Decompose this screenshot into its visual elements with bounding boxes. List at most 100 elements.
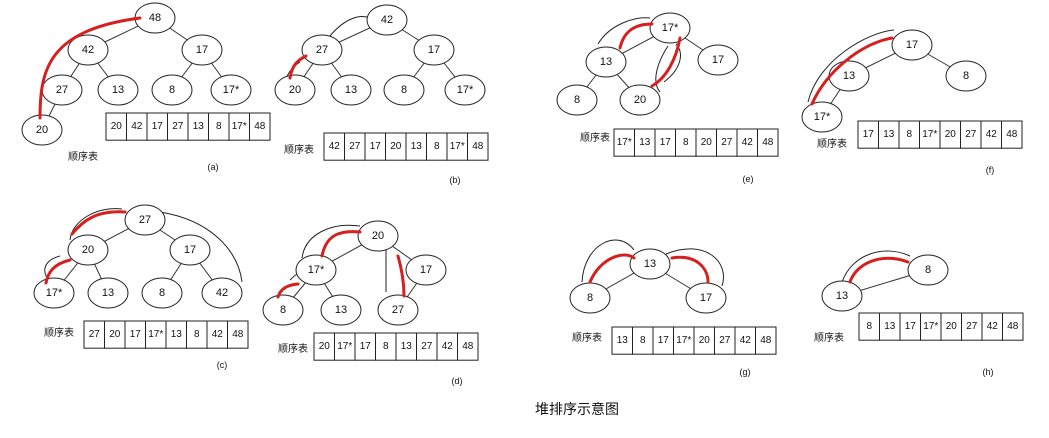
table-cell-value: 48 <box>232 329 244 340</box>
table-cell: 48 <box>457 332 479 361</box>
table-cell: 17 <box>857 120 879 149</box>
swap-arrow <box>848 256 910 284</box>
table-cell: 17 <box>124 320 146 349</box>
heap-node: 17 <box>697 44 739 76</box>
table-cell-value: 13 <box>617 335 629 346</box>
panel-label: (f) <box>986 165 995 175</box>
table-cell: 17* <box>613 128 635 157</box>
table-cell: 8 <box>675 128 697 157</box>
panel-label: (b) <box>450 175 461 185</box>
table-cell-value: 20 <box>111 121 123 132</box>
heap-node: 17* <box>295 254 337 286</box>
table-cell: 8 <box>375 332 397 361</box>
table-cell: 42 <box>436 332 458 361</box>
table-cell: 20 <box>313 332 335 361</box>
table-cell-value: 27 <box>721 137 733 148</box>
table-cell: 17* <box>920 312 942 341</box>
table-cell-value: 17 <box>152 121 164 132</box>
table-cell: 13 <box>165 320 187 349</box>
heap-node-value: 20 <box>36 124 48 136</box>
comparison-arrow <box>329 16 371 37</box>
table-cell: 17 <box>899 312 921 341</box>
table-cell-value: 20 <box>319 341 331 352</box>
table-cell: 42 <box>736 128 758 157</box>
heap-node-value: 13 <box>836 290 848 302</box>
table-cell: 8 <box>186 320 208 349</box>
table-cell: 13 <box>395 332 417 361</box>
heap-node-value: 42 <box>216 287 228 299</box>
heap-node-value: 8 <box>574 94 580 106</box>
table-cell-value: 27 <box>349 141 361 152</box>
heap-node-value: 8 <box>587 292 593 304</box>
heap-node-value: 8 <box>401 84 407 96</box>
comparison-arrow <box>301 224 361 259</box>
table-cell-value: 27 <box>965 129 977 140</box>
table-label: 顺序表 <box>284 143 314 156</box>
table-cell-value: 17 <box>370 141 382 152</box>
table-cell: 13 <box>405 132 427 161</box>
table-cell-value: 20 <box>701 137 713 148</box>
table-cell-value: 13 <box>401 341 413 352</box>
table-cell-value: 42 <box>742 137 754 148</box>
table-cell: 27 <box>344 132 366 161</box>
diagram-caption: 堆排序示意图 <box>535 401 619 418</box>
table-cell-value: 17* <box>922 129 937 140</box>
table-cell: 17 <box>354 332 376 361</box>
table-cell: 17 <box>654 128 676 157</box>
table-cell-value: 27 <box>421 341 433 352</box>
table-cell: 48 <box>755 326 777 355</box>
swap-arrow <box>44 258 72 285</box>
table-cell: 20 <box>385 132 407 161</box>
comparison-arrow <box>597 17 651 45</box>
heap-node-value: 48 <box>149 12 161 24</box>
swap-arrow <box>670 255 710 284</box>
table-cell-value: 42 <box>212 329 224 340</box>
table-cell-value: 13 <box>193 121 205 132</box>
heap-node-value: 13 <box>600 56 612 68</box>
heap-node-value: 17 <box>184 244 196 256</box>
table-label: 顺序表 <box>817 137 847 150</box>
table-cell-value: 48 <box>472 141 484 152</box>
heap-node: 27 <box>377 294 419 326</box>
table-cell-value: 17 <box>360 341 372 352</box>
table-cell: 17* <box>919 120 941 149</box>
table-cell: 8 <box>632 326 654 355</box>
heap-node: 8 <box>945 60 987 92</box>
table-cell-value: 13 <box>411 141 423 152</box>
table-cell-value: 27 <box>89 329 101 340</box>
table-cell: 42 <box>734 326 756 355</box>
swap-arrow <box>396 254 406 298</box>
swap-arrow <box>650 36 682 88</box>
heap-node-value: 27 <box>392 304 404 316</box>
swap-arrow <box>70 210 127 236</box>
table-label: 顺序表 <box>572 331 602 344</box>
heap-node-value: 17* <box>457 84 474 96</box>
table-cell-value: 8 <box>640 335 646 346</box>
table-cell: 8 <box>898 120 920 149</box>
table-cell-value: 48 <box>762 137 774 148</box>
table-cell: 48 <box>467 132 489 161</box>
table-cell-value: 17* <box>923 321 938 332</box>
table-cell: 17 <box>364 132 386 161</box>
heap-node: 20 <box>274 74 316 106</box>
heap-node-value: 13 <box>843 70 855 82</box>
heap-node-value: 17 <box>906 39 918 51</box>
table-cell: 8 <box>858 312 880 341</box>
heap-node: 8 <box>907 254 949 286</box>
heap-node: 17 <box>413 34 455 66</box>
heap-node-value: 20 <box>82 244 94 256</box>
heap-node-value: 27 <box>316 44 328 56</box>
heap-node: 17* <box>33 277 75 309</box>
table-cell-value: 42 <box>986 129 998 140</box>
heap-node: 13 <box>828 60 870 92</box>
heap-node-value: 17* <box>814 111 831 123</box>
swap-arrow <box>38 16 142 120</box>
table-cell-value: 48 <box>1006 129 1018 140</box>
table-cell: 27 <box>714 326 736 355</box>
table-cell: 13 <box>878 120 900 149</box>
